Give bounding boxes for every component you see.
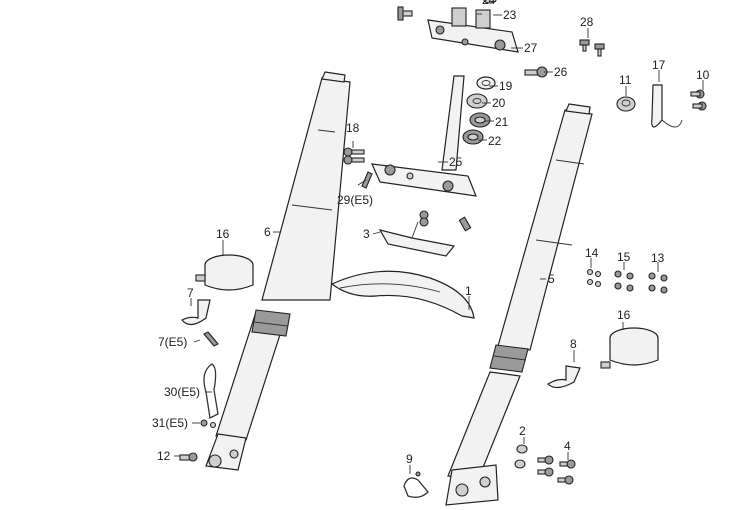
callout-4: 4 <box>564 439 571 453</box>
stem-nut-20 <box>466 93 488 109</box>
callout-21: 21 <box>495 115 509 129</box>
callout-24: 24 <box>482 0 496 7</box>
callout-6: 6 <box>264 225 271 239</box>
callout-27: 27 <box>524 41 538 55</box>
callout-7: 7 <box>187 286 194 300</box>
callout-14: 14 <box>585 246 599 260</box>
hose-clip-17 <box>651 84 683 128</box>
bolt-12 <box>179 452 198 462</box>
callout-18: 18 <box>346 121 360 135</box>
screw-31-e5 <box>200 419 217 429</box>
callout-26: 26 <box>554 65 568 79</box>
callout-11: 11 <box>619 73 632 87</box>
steering-stem <box>371 75 477 197</box>
washers-2 <box>514 444 528 469</box>
callout-19: 19 <box>499 79 513 93</box>
callout-1: 1 <box>465 284 472 298</box>
callout-20: 20 <box>492 96 506 110</box>
callout-15: 15 <box>617 250 631 264</box>
callout-28: 28 <box>580 15 594 29</box>
washers-14 <box>586 268 602 288</box>
callout-5: 5 <box>548 272 555 286</box>
bearing-22 <box>462 129 484 145</box>
callout-9: 9 <box>406 452 413 466</box>
bearing-21 <box>469 112 491 128</box>
bolt-24 <box>483 0 497 4</box>
callout-23: 23 <box>503 8 517 22</box>
callout-3: 3 <box>363 227 370 241</box>
callout-2: 2 <box>519 424 526 438</box>
callout-29-e5: 29(E5) <box>337 193 373 207</box>
bolts-10 <box>690 89 707 111</box>
leader-lines <box>174 14 704 474</box>
grommet-11 <box>616 96 636 112</box>
bolts-18 <box>343 147 365 165</box>
fork-clamp-16-right <box>600 327 659 369</box>
fork-clamp-16-left <box>195 254 254 291</box>
bolts-15 <box>614 270 634 292</box>
hose-clip-7 <box>181 299 211 326</box>
bolts-13 <box>648 272 668 294</box>
bolt-23 <box>397 6 482 21</box>
left-fork-tube <box>205 71 351 471</box>
callout-16-right: 16 <box>617 308 631 322</box>
callout-10: 10 <box>696 68 710 82</box>
stem-seal-19 <box>476 76 496 90</box>
bolts-4 <box>537 455 576 485</box>
bolts-28 <box>579 39 605 57</box>
wire-30-e5 <box>203 363 219 419</box>
callout-31-e5: 31(E5) <box>152 416 188 430</box>
bracket-3 <box>378 210 472 257</box>
callout-12: 12 <box>157 449 171 463</box>
upper-triple-clamp <box>427 7 519 53</box>
callout-13: 13 <box>651 251 665 265</box>
screw-7-e5 <box>203 331 219 347</box>
callout-17: 17 <box>652 58 666 72</box>
callout-labels: 24 23 28 27 17 10 26 11 19 20 21 22 18 2… <box>152 0 710 466</box>
callout-22: 22 <box>488 134 502 148</box>
hose-clip-8 <box>547 365 581 389</box>
callout-8: 8 <box>570 337 577 351</box>
right-fork-tube <box>445 103 593 506</box>
pin-29-e5 <box>361 171 373 189</box>
callout-30-e5: 30(E5) <box>164 385 200 399</box>
callout-16-left: 16 <box>216 227 230 241</box>
callout-25: 25 <box>449 155 463 169</box>
bolt-26 <box>524 66 548 78</box>
callout-7-e5: 7(E5) <box>158 335 187 349</box>
part-9 <box>403 471 429 498</box>
front-fender <box>330 270 475 319</box>
